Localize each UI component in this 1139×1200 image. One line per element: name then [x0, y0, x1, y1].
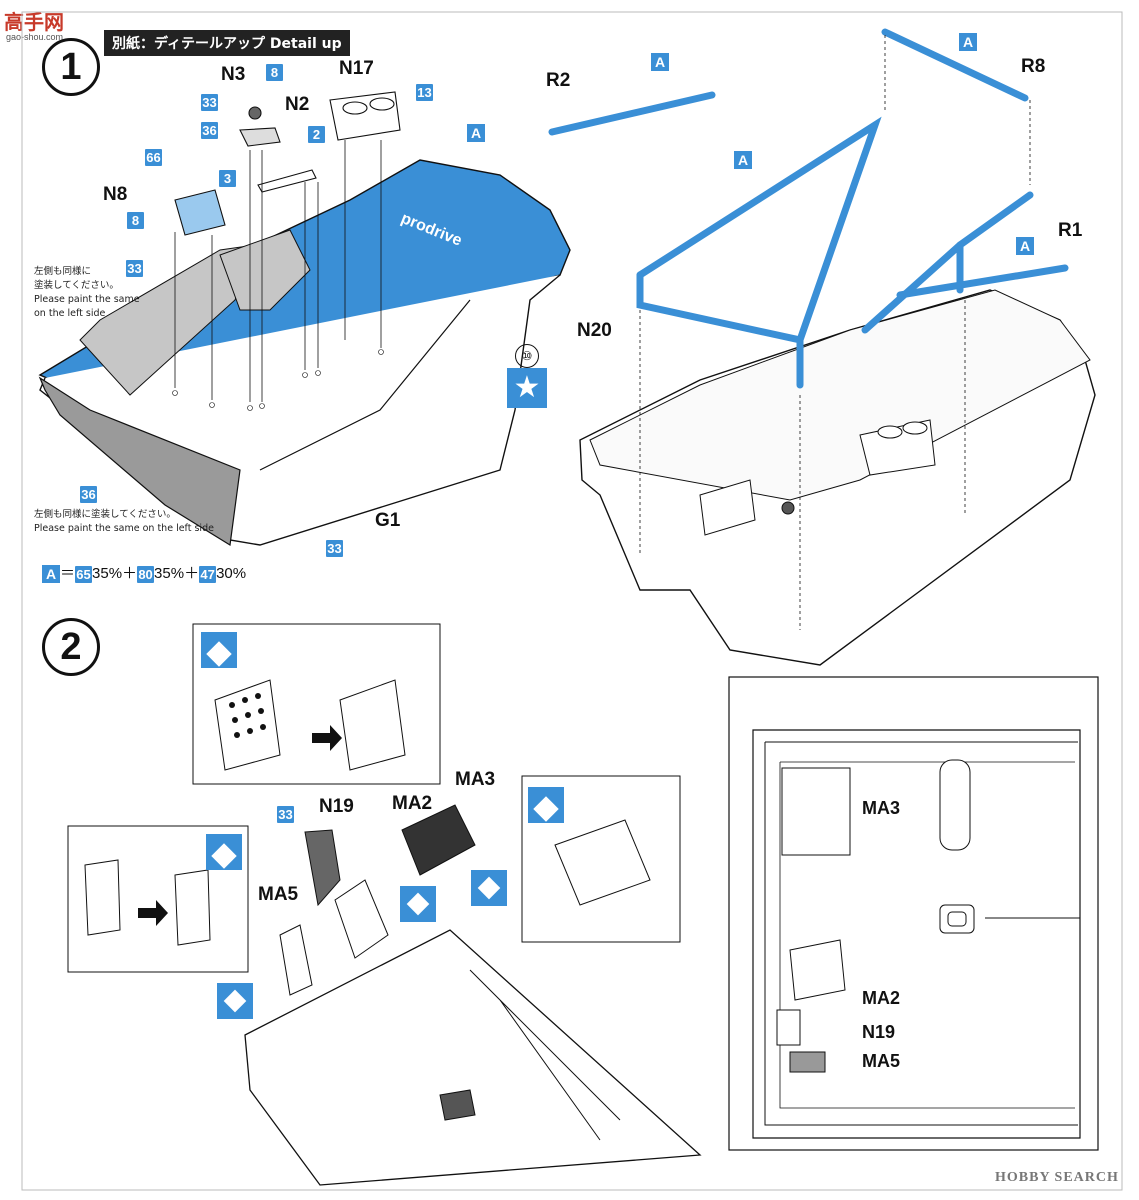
color-key-a-badge: A [734, 151, 752, 169]
paint-code-badge: 8 [127, 212, 144, 229]
color-key-a-badge: A [1016, 237, 1034, 255]
mark-chevron-icon [206, 834, 242, 870]
paint-code-badge: 33 [326, 540, 343, 557]
color-mix-formula: A＝6535%＋8035%＋4730% [42, 562, 246, 584]
mark-diamond-icon [471, 870, 507, 906]
part-label-n2: N2 [285, 94, 310, 115]
part-label-r8: R8 [1021, 56, 1046, 77]
note-paint-left-2: 左側も同様に塗装してください。 Please paint the same on… [34, 509, 214, 534]
paint-code-badge: 36 [80, 486, 97, 503]
inset-label-n19: N19 [862, 1022, 896, 1042]
decal-ref-number: ⑩ [515, 344, 539, 368]
paint-code-badge: 13 [416, 84, 433, 101]
part-label-r2: R2 [546, 70, 571, 91]
part-label-n19: N19 [319, 796, 354, 817]
mark-chevron-icon [201, 632, 237, 668]
part-label-ma2: MA2 [392, 793, 433, 814]
note-paint-left-1: 左側も同様に 塗装してください。 Please paint the same o… [34, 266, 140, 319]
mark-diamond-icon [400, 886, 436, 922]
part-label-n8: N8 [103, 184, 128, 205]
paint-code-badge: 2 [308, 126, 325, 143]
inset-label-ma2: MA2 [862, 988, 901, 1008]
paint-code-badge: 3 [219, 170, 236, 187]
color-key-a-badge: A [467, 124, 485, 142]
part-label-n17: N17 [339, 58, 374, 79]
inset-label-ma3: MA3 [862, 798, 901, 818]
paint-code-badge: 33 [277, 806, 294, 823]
mark-chevron-icon [528, 787, 564, 823]
paint-code-badge: 36 [201, 122, 218, 139]
watermark-site-chars: 高手网 [4, 10, 64, 34]
mark-diamond-icon [217, 983, 253, 1019]
color-key-a-badge: A [651, 53, 669, 71]
watermark-logo: 高手网 [4, 6, 64, 35]
part-label-r1: R1 [1058, 220, 1083, 241]
inset-label-ma5: MA5 [862, 1051, 901, 1071]
paint-code-badge: 33 [201, 94, 218, 111]
floor-panel [244, 929, 702, 1186]
paint-code-badge: 33 [126, 260, 143, 277]
part-label-n20: N20 [577, 320, 612, 341]
color-key-a-badge: A [959, 33, 977, 51]
step-1-marker: 1 [42, 38, 100, 96]
roll-cage-assembly [548, 28, 1096, 666]
decal-star-icon: ★ [507, 368, 547, 408]
part-label-n3: N3 [221, 64, 246, 85]
hobby-search-logo: HOBBY SEARCH [995, 1170, 1119, 1185]
interior-tub-painted: prodrive [38, 91, 571, 546]
watermark-url: gao-shou.com [6, 32, 64, 42]
step-2-marker: 2 [42, 618, 100, 676]
part-label-ma5: MA5 [258, 884, 299, 905]
paint-code-badge: 8 [266, 64, 283, 81]
part-label-ma3: MA3 [455, 769, 496, 790]
detail-up-banner: 別紙：ディテールアップ Detail up [104, 30, 350, 56]
paint-code-badge: 66 [145, 149, 162, 166]
part-label-g1: G1 [375, 510, 401, 531]
